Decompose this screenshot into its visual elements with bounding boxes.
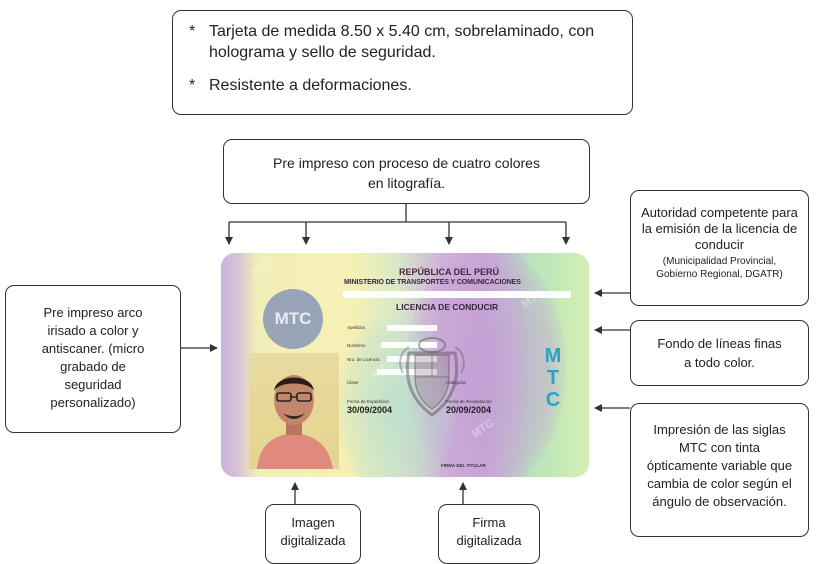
callout-firma-text: Firma digitalizada (456, 515, 522, 548)
callout-pre-impreso: Pre impreso con proceso de cuatro colore… (223, 139, 590, 204)
callout-pre-impreso-text: Pre impreso con proceso de cuatro colore… (273, 155, 540, 191)
field-clase-label: Clase (347, 380, 359, 385)
specifications-box: * Tarjeta de medida 8.50 x 5.40 cm, sobr… (172, 10, 633, 115)
callout-firma: Firma digitalizada (438, 504, 540, 564)
field-fecha-expedicion-label: Fecha de Expedición (347, 399, 390, 404)
peru-coat-of-arms-icon (399, 337, 465, 417)
person-photo-icon (257, 375, 333, 469)
field-fecha-revalidacion-label: Fecha de Revalidación (446, 399, 492, 404)
callout-arco-irisado: Pre impreso arco irisado a color y antis… (5, 285, 181, 433)
field-categoria-label: Categoría (446, 380, 466, 385)
card-title: REPÚBLICA DEL PERÚ (399, 267, 500, 277)
field-nombres-label: Nombres (347, 343, 366, 348)
holder-photo (249, 353, 339, 469)
mtc-optical-ink: M T C (544, 345, 562, 411)
callout-arco-irisado-text: Pre impreso arco irisado a color y antis… (41, 305, 145, 410)
fecha-revalidacion-value: 20/09/2004 (446, 405, 492, 415)
fecha-expedicion-value: 30/09/2004 (347, 405, 393, 415)
callout-imagen: Imagen digitalizada (265, 504, 361, 564)
field-apellidos-label: Apellidos (347, 325, 366, 330)
card-license-type: LICENCIA DE CONDUCIR (396, 302, 499, 312)
callout-siglas-text: Impresión de las siglas MTC con tinta óp… (646, 422, 793, 509)
callout-autoridad-text: Autoridad competente para la emisión de … (641, 205, 798, 252)
spec-text-2: Resistente a deformaciones. (209, 77, 412, 94)
license-card: MTC MTC MTC MTC REPÚBLICA DEL PERÚ MINIS… (221, 253, 589, 477)
spec-bullet-1: * Tarjeta de medida 8.50 x 5.40 cm, sobr… (189, 23, 595, 61)
firma-titular-label: FIRMA DEL TITULAR (441, 463, 486, 468)
field-licencia-label: Nro. de Licencia (347, 357, 380, 362)
callout-autoridad: Autoridad competente para la emisión de … (630, 190, 809, 306)
watermark: MTC (249, 255, 277, 279)
spec-bullet-2: * Resistente a deformaciones. (189, 77, 412, 94)
spec-text-1: Tarjeta de medida 8.50 x 5.40 cm, sobrel… (209, 23, 595, 61)
callout-fondo-lineas: Fondo de líneas finas a todo color. (630, 320, 809, 386)
callout-autoridad-small: (Municipalidad Provincial, Gobierno Regi… (656, 256, 783, 280)
callout-siglas-mtc: Impresión de las siglas MTC con tinta óp… (630, 403, 809, 537)
callout-fondo-text: Fondo de líneas finas a todo color. (657, 336, 782, 370)
callout-imagen-text: Imagen digitalizada (280, 515, 346, 548)
mtc-logo: MTC (263, 289, 323, 349)
card-ministry: MINISTERIO DE TRANSPORTES Y COMUNICACION… (344, 279, 521, 286)
